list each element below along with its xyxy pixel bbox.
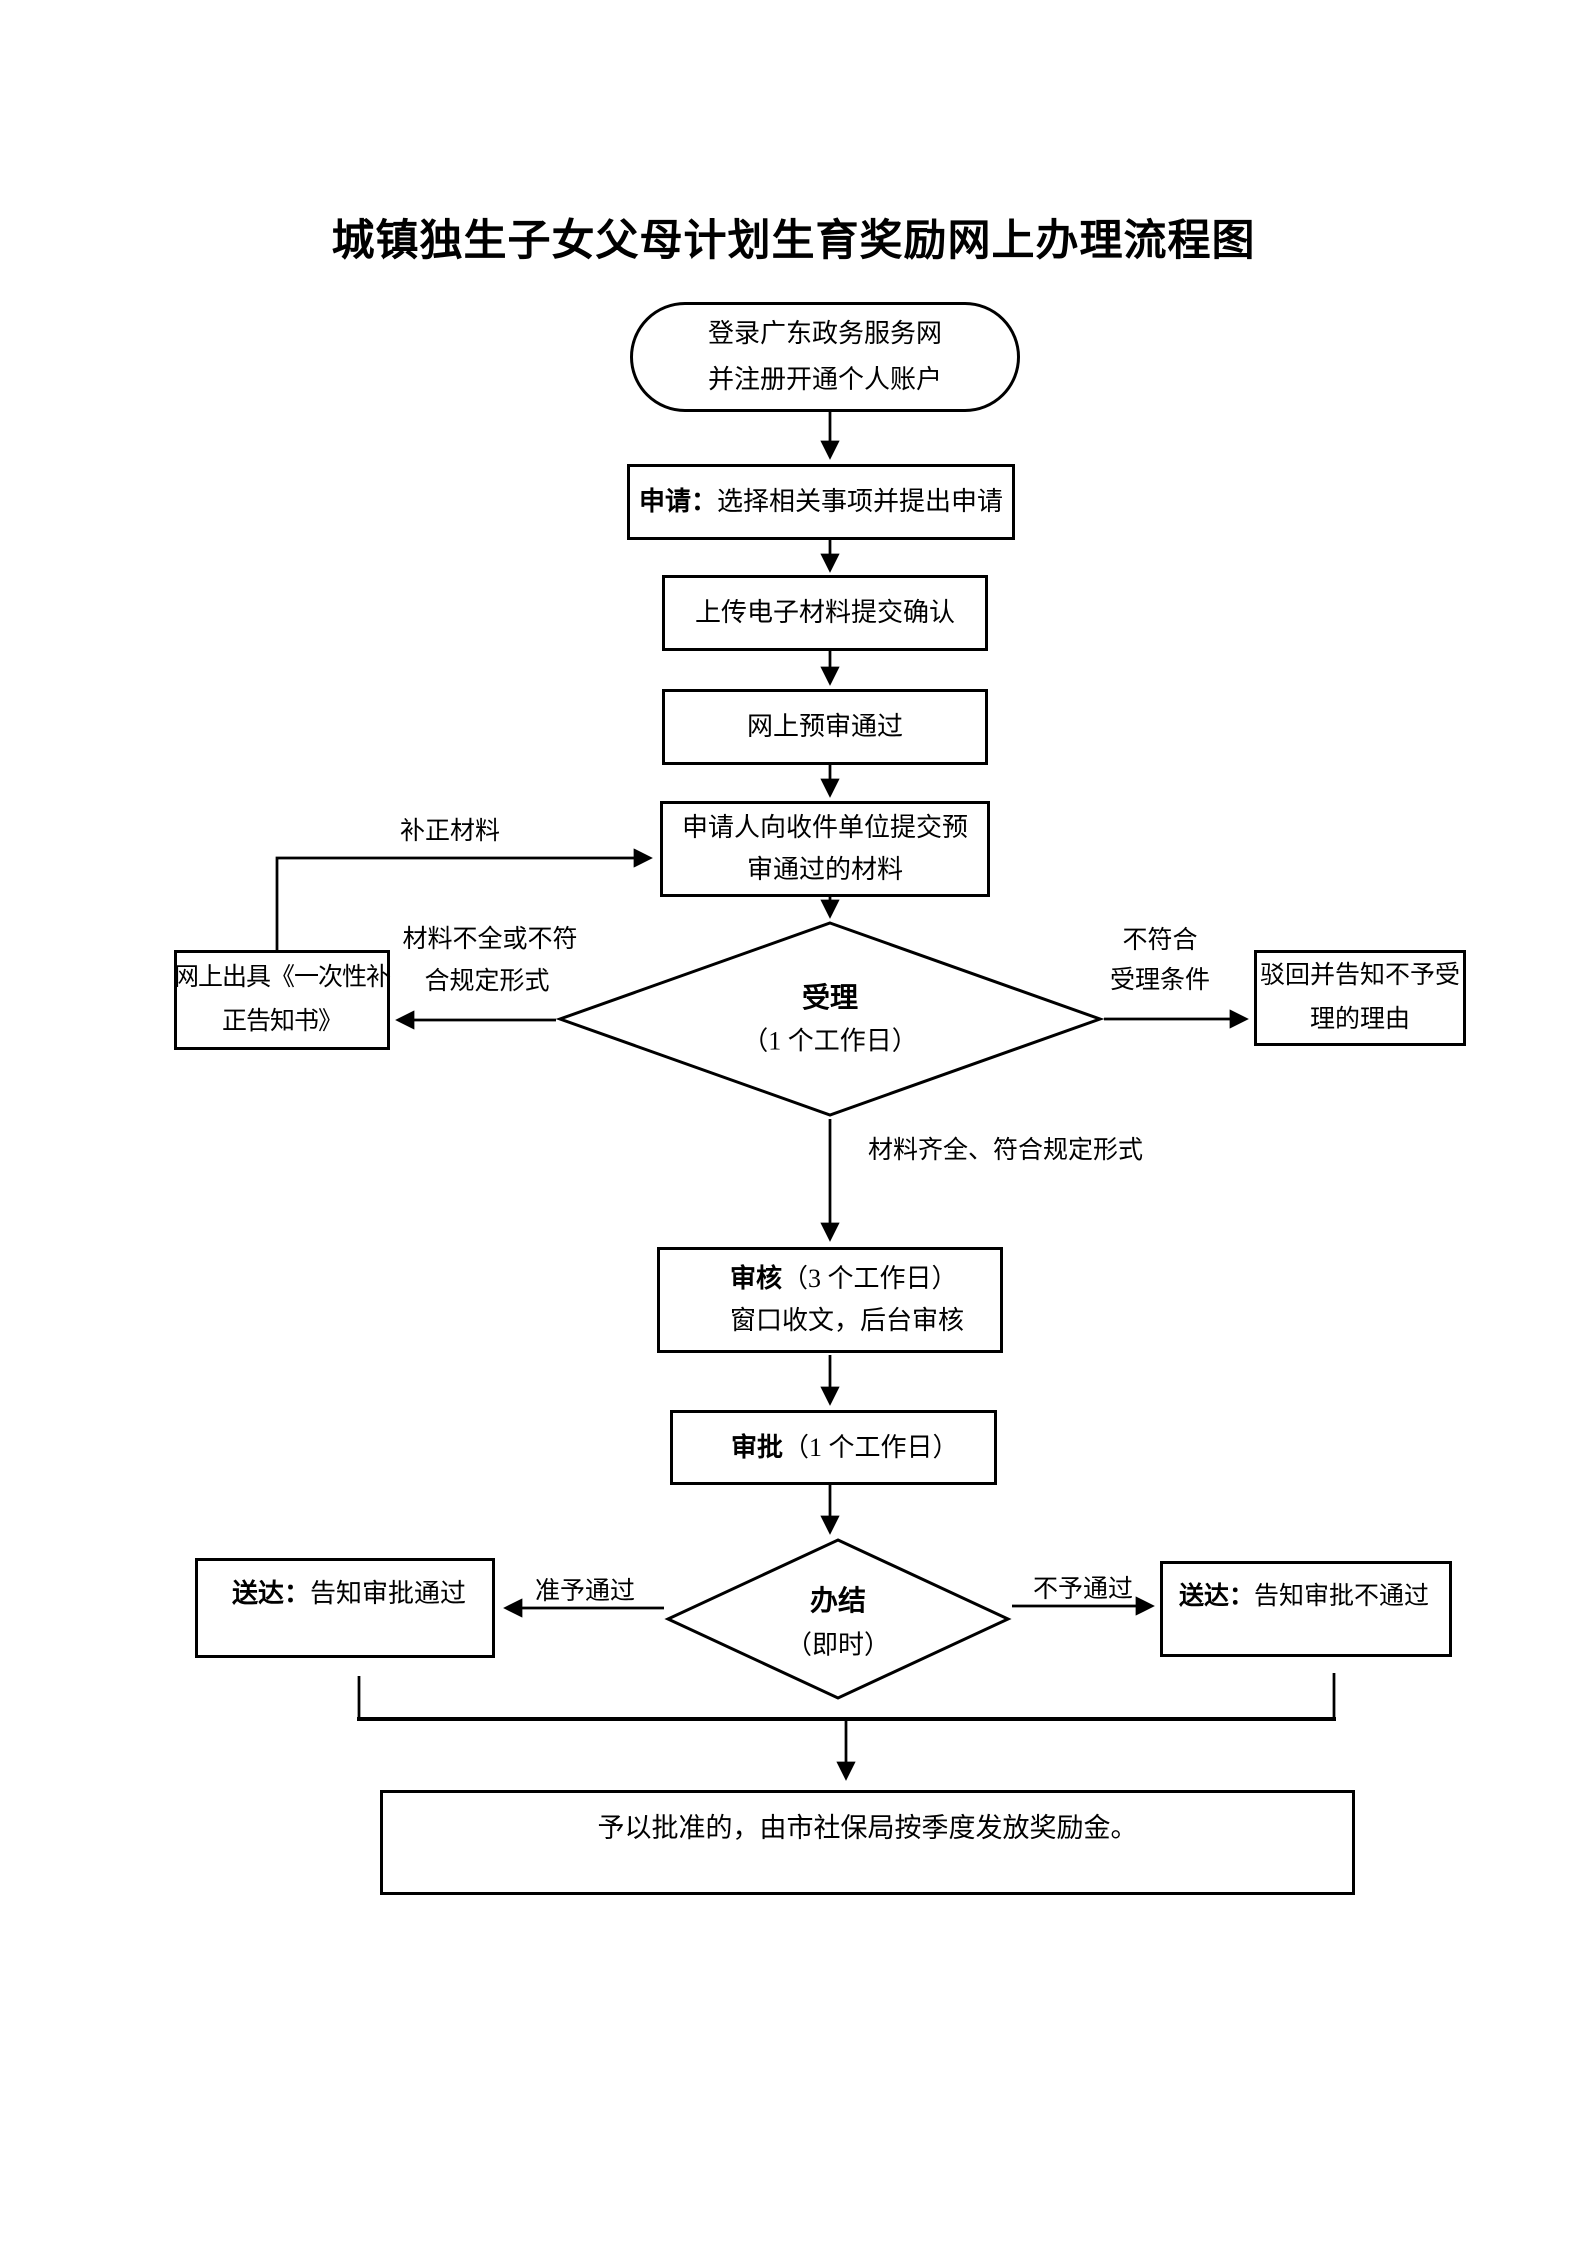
preaudit-text: 网上预审通过 xyxy=(746,712,903,741)
supplement-line2: 正告知书》 xyxy=(221,1008,343,1035)
submit-line2: 审通过的材料 xyxy=(746,855,903,884)
node-apply: 申请：选择相关事项并提出申请 xyxy=(627,464,1015,540)
grant-text: 予以批准的，由市社保局按季度发放奖励金。 xyxy=(597,1813,1138,1843)
deliver-pass-label: 送达： xyxy=(232,1579,311,1608)
close-diamond-shape xyxy=(664,1538,1012,1700)
node-deliver-pass: 送达：告知审批通过 xyxy=(195,1558,495,1658)
node-deliver-fail: 送达：告知审批不通过 xyxy=(1160,1561,1452,1657)
submit-line1: 申请人向收件单位提交预 xyxy=(681,813,968,842)
approve-label: 审批 xyxy=(731,1432,784,1462)
label-unqualified-line2: 受理条件 xyxy=(1109,967,1211,994)
accept-diamond-shape xyxy=(555,921,1105,1117)
label-supplement-material: 补正材料 xyxy=(399,818,501,845)
label-complete-materials: 材料齐全、符合规定形式 xyxy=(868,1137,1144,1164)
node-preaudit: 网上预审通过 xyxy=(662,689,988,765)
reject-line1: 驳回并告知不予受 xyxy=(1259,962,1460,989)
accept-diamond-title: 受理 xyxy=(801,983,859,1014)
apply-text: 选择相关事项并提出申请 xyxy=(717,487,1004,516)
label-unqualified-line1: 不符合 xyxy=(1122,927,1198,954)
node-upload: 上传电子材料提交确认 xyxy=(662,575,988,651)
page-title: 城镇独生子女父母计划生育奖励网上办理流程图 xyxy=(331,218,1256,265)
supplement-line1: 网上出具《一次性补 xyxy=(174,964,391,991)
label-incomplete-line1: 材料不全或不符 xyxy=(402,926,578,953)
node-submit: 申请人向收件单位提交预 审通过的材料 xyxy=(660,801,990,897)
apply-label: 申请： xyxy=(638,487,717,516)
approve-text: （1 个工作日） xyxy=(783,1432,959,1462)
node-grant: 予以批准的，由市社保局按季度发放奖励金。 xyxy=(380,1790,1355,1895)
upload-text: 上传电子材料提交确认 xyxy=(694,598,955,627)
label-approved: 准予通过 xyxy=(534,1578,636,1605)
node-review: 审核（3 个工作日） 窗口收文，后台审核 xyxy=(657,1247,1003,1353)
start-line2: 并注册开通个人账户 xyxy=(707,365,942,394)
start-line1: 登录广东政务服务网 xyxy=(707,319,942,348)
node-approve: 审批（1 个工作日） xyxy=(670,1410,997,1485)
label-rejected: 不予通过 xyxy=(1032,1576,1134,1603)
close-diamond-subtitle: （即时） xyxy=(785,1630,891,1660)
node-start-terminator: 登录广东政务服务网 并注册开通个人账户 xyxy=(630,302,1020,412)
node-supplement-notice: 网上出具《一次性补 正告知书》 xyxy=(174,950,391,1050)
edge-supplement-to-submit xyxy=(275,848,653,950)
node-reject-notice: 驳回并告知不予受 理的理由 xyxy=(1254,950,1466,1046)
deliver-fail-label: 送达： xyxy=(1179,1583,1255,1610)
review-head: （3 个工作日） xyxy=(782,1264,958,1293)
review-line2: 窗口收文，后台审核 xyxy=(730,1306,965,1335)
reject-line2: 理的理由 xyxy=(1309,1006,1410,1033)
review-label: 审核 xyxy=(730,1264,783,1293)
close-diamond-title: 办结 xyxy=(809,1586,867,1617)
label-incomplete-line2: 合规定形式 xyxy=(424,968,550,995)
accept-diamond-subtitle: （1 个工作日） xyxy=(742,1026,918,1056)
deliver-pass-text: 告知审批通过 xyxy=(310,1579,467,1608)
deliver-fail-text: 告知审批不通过 xyxy=(1254,1583,1430,1610)
